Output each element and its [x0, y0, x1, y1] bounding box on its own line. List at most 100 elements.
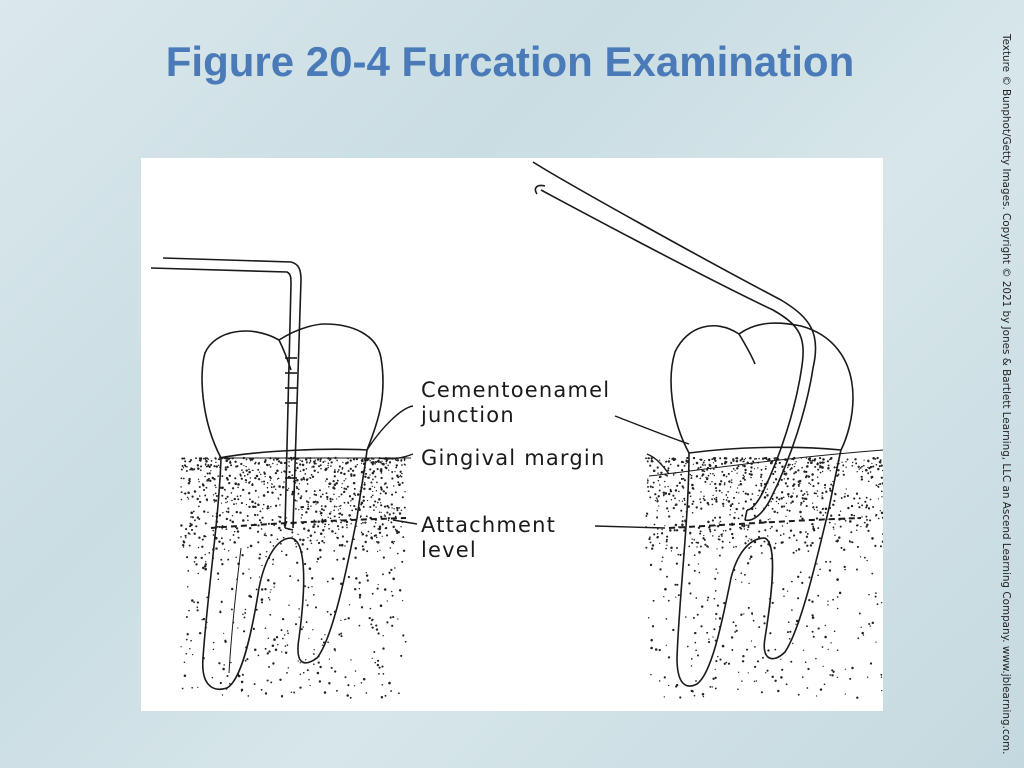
stipple-dot [396, 532, 399, 535]
stipple-dot [226, 495, 229, 498]
stipple-dot [249, 544, 253, 548]
stipple-dot [264, 532, 266, 534]
stipple-dot [650, 646, 653, 650]
stipple-dot [723, 482, 726, 484]
stipple-dot [667, 485, 669, 488]
stipple-dot [344, 545, 346, 547]
stipple-dot [342, 461, 344, 464]
stipple-dot [185, 536, 187, 539]
stipple-dot [306, 483, 309, 485]
stipple-dot [254, 489, 257, 492]
stipple-dot [824, 507, 828, 511]
stipple-dot [725, 529, 727, 532]
stipple-dot [875, 484, 878, 487]
stipple-dot [257, 478, 260, 480]
stipple-dot [681, 523, 684, 527]
stipple-dot [816, 509, 818, 511]
stipple-dot [742, 490, 745, 493]
stipple-dot [306, 669, 309, 672]
stipple-dot [260, 598, 264, 601]
stipple-dot [236, 495, 239, 498]
stipple-dot [779, 534, 782, 537]
stipple-dot [257, 462, 260, 465]
stipple-dot [387, 517, 391, 520]
stipple-dot [731, 470, 733, 473]
stipple-dot [185, 470, 188, 472]
stipple-dot [780, 505, 784, 508]
stipple-dot [765, 491, 767, 494]
stipple-dot [781, 465, 784, 468]
stipple-dot [379, 502, 382, 504]
stipple-dot [334, 469, 336, 471]
stipple-dot [665, 538, 668, 541]
stipple-dot [281, 550, 283, 553]
stipple-dot [715, 612, 718, 616]
stipple-dot [280, 471, 283, 474]
stipple-dot [819, 568, 821, 571]
stipple-dot [383, 505, 387, 508]
stipple-dot [227, 558, 230, 561]
stipple-dot [249, 595, 253, 599]
stipple-dot [338, 495, 340, 498]
stipple-dot [862, 634, 865, 636]
stipple-dot [396, 506, 399, 510]
stipple-dot [676, 583, 679, 586]
stipple-dot [185, 528, 188, 531]
stipple-dot [740, 572, 743, 575]
stipple-dot [401, 599, 404, 602]
stipple-dot [757, 494, 759, 497]
stipple-dot [860, 478, 864, 481]
stipple-dot [790, 467, 793, 470]
stipple-dot [688, 491, 691, 495]
stipple-dot [774, 648, 777, 651]
stipple-dot [328, 527, 330, 530]
stipple-dot [647, 479, 649, 482]
stipple-dot [246, 473, 249, 476]
stipple-dot [815, 695, 818, 697]
stipple-dot [295, 462, 298, 464]
stipple-dot [868, 593, 870, 596]
stipple-dot [703, 495, 705, 498]
stipple-dot [217, 464, 220, 467]
stipple-dot [846, 494, 850, 498]
stipple-dot [881, 496, 883, 498]
stipple-dot [836, 474, 839, 477]
stipple-dot [844, 568, 846, 571]
stipple-dot [675, 683, 679, 687]
stipple-dot [322, 461, 325, 464]
stipple-dot [842, 548, 846, 552]
stipple-dot [682, 515, 684, 518]
stipple-dot [658, 489, 661, 492]
stipple-dot [743, 464, 746, 468]
stipple-dot [770, 557, 772, 560]
stipple-dot [781, 668, 784, 671]
stipple-dot [661, 528, 663, 531]
label-cementoenamel: Cementoenamel [421, 378, 611, 402]
stipple-dot [322, 644, 324, 647]
stipple-dot [371, 471, 375, 475]
stipple-dot [817, 594, 820, 597]
stipple-dot [219, 610, 221, 612]
stipple-dot [314, 500, 317, 503]
stipple-dot [816, 462, 819, 466]
stipple-dot [346, 694, 349, 697]
stipple-dot [749, 470, 753, 473]
stipple-dot [372, 470, 376, 473]
stipple-dot [240, 462, 243, 466]
stipple-dot [289, 575, 292, 578]
stipple-dot [395, 459, 397, 461]
stipple-dot [787, 621, 790, 624]
stipple-dot [799, 531, 802, 534]
stipple-dot [303, 585, 307, 588]
stipple-dot [708, 458, 711, 462]
stipple-dot [693, 569, 696, 572]
stipple-dot [235, 465, 238, 468]
label-junction: junction [421, 403, 515, 427]
stipple-dot [401, 560, 404, 563]
stipple-dot [806, 493, 809, 496]
stipple-dot [855, 529, 858, 531]
stipple-dot [375, 628, 379, 631]
stipple-dot [775, 529, 778, 532]
stipple-dot [241, 673, 244, 676]
stipple-dot [327, 641, 329, 644]
